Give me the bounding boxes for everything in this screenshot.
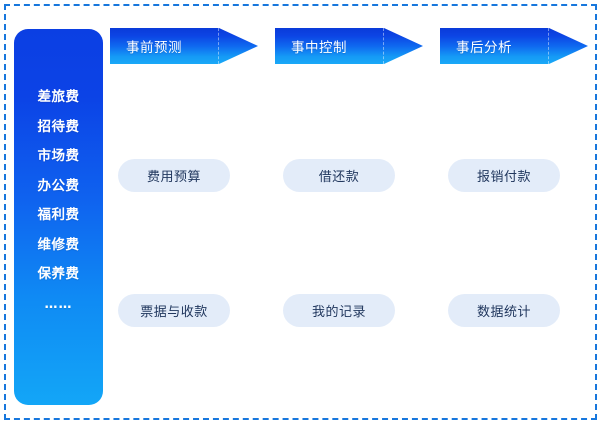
sidebar-item-more: …… xyxy=(44,296,73,312)
module-card-my-records[interactable]: 我的记录 xyxy=(283,294,395,327)
sidebar-item-maintenance[interactable]: 保养费 xyxy=(37,266,80,282)
phase-arrow-label: 事后分析 xyxy=(456,40,512,56)
sidebar-item-marketing[interactable]: 市场费 xyxy=(37,148,80,164)
sidebar-item-entertainment[interactable]: 招待费 xyxy=(37,118,80,135)
phase-arrow-label: 事前预测 xyxy=(126,40,182,56)
sidebar-item-office[interactable]: 办公费 xyxy=(37,177,80,194)
phase-arrow-post-analysis[interactable]: 事后分析 xyxy=(440,28,588,64)
arrow-divider-line xyxy=(548,28,549,64)
module-card-data-statistics[interactable]: 数据统计 xyxy=(448,294,560,327)
category-sidebar[interactable]: 差旅费 招待费 市场费 办公费 福利费 维修费 保养费 …… xyxy=(14,29,103,405)
arrow-divider-line xyxy=(383,28,384,64)
phase-arrow-pre-forecast[interactable]: 事前预测 xyxy=(110,28,258,64)
module-card-loan-repayment[interactable]: 借还款 xyxy=(283,159,395,192)
sidebar-item-repair[interactable]: 维修费 xyxy=(37,236,80,253)
arrow-divider-line xyxy=(218,28,219,64)
phase-arrow-label: 事中控制 xyxy=(291,40,347,56)
sidebar-item-travel[interactable]: 差旅费 xyxy=(37,89,80,105)
phase-arrow-in-process-control[interactable]: 事中控制 xyxy=(275,28,423,64)
module-card-reimbursement-payment[interactable]: 报销付款 xyxy=(448,159,560,192)
module-card-expense-budget[interactable]: 费用预算 xyxy=(118,159,230,192)
module-card-bills-and-receipts[interactable]: 票据与收款 xyxy=(118,294,230,327)
sidebar-item-welfare[interactable]: 福利费 xyxy=(37,207,80,223)
